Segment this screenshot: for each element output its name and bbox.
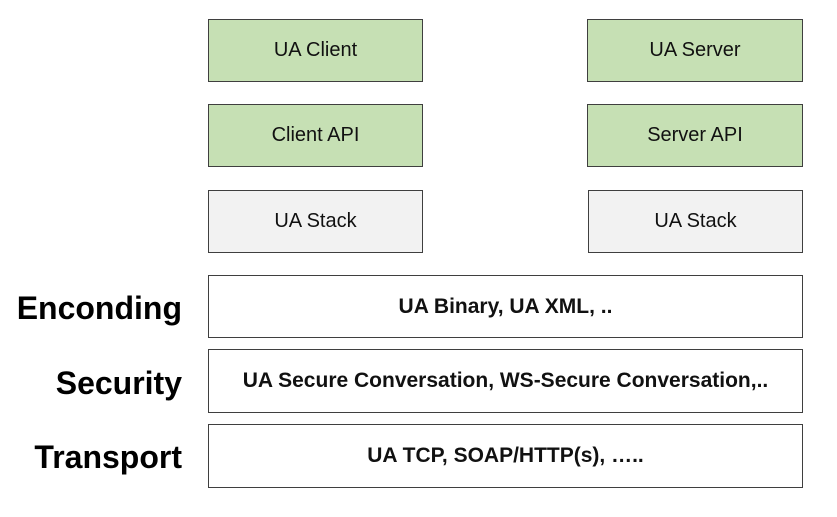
ua-server-box: UA Server — [587, 19, 803, 82]
ua-server-label: UA Server — [649, 39, 741, 61]
transport-protocols: UA TCP, SOAP/HTTP(s), ….. — [367, 444, 644, 467]
server-api-label: Server API — [647, 124, 743, 146]
client-ua-stack-label: UA Stack — [274, 210, 357, 232]
ua-client-label: UA Client — [273, 39, 358, 61]
ua-client-box: UA Client — [208, 19, 423, 82]
client-api-box: Client API — [208, 104, 423, 167]
transport-layer-label: Transport — [34, 439, 182, 475]
encoding-layer-box: UA Binary, UA XML, .. — [208, 275, 803, 338]
encoding-layer-label: Enconding — [16, 290, 182, 326]
encoding-protocols: UA Binary, UA XML, .. — [398, 294, 613, 318]
server-api-box: Server API — [587, 104, 803, 167]
client-api-label: Client API — [271, 124, 360, 146]
security-layer-box: UA Secure Conversation, WS-Secure Conver… — [208, 349, 803, 413]
server-ua-stack-box: UA Stack — [588, 190, 803, 253]
transport-layer-box: UA TCP, SOAP/HTTP(s), ….. — [208, 424, 803, 488]
security-layer-label: Security — [55, 365, 182, 401]
security-protocols: UA Secure Conversation, WS-Secure Conver… — [242, 369, 769, 392]
client-ua-stack-box: UA Stack — [208, 190, 423, 253]
server-ua-stack-label: UA Stack — [654, 210, 737, 232]
